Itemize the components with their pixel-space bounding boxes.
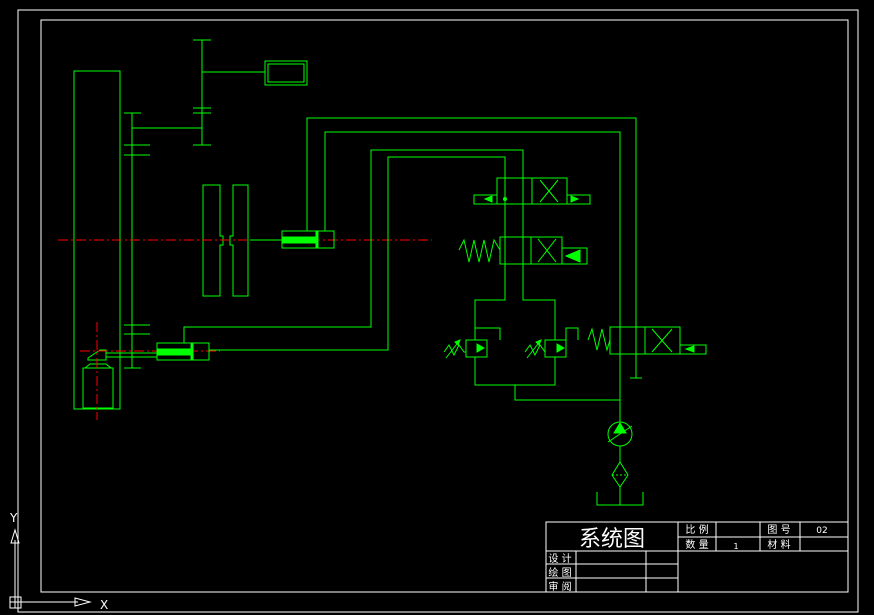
scale-label: 比 例 — [685, 523, 708, 536]
motor-block — [264, 60, 308, 86]
ucs-icon — [9, 528, 92, 609]
upper-cylinder — [250, 230, 335, 249]
clutch-left — [202, 184, 224, 297]
ucs-x-label: X — [100, 598, 108, 612]
directional-valve-upper — [473, 177, 591, 205]
centerlines — [58, 239, 432, 420]
spring — [458, 238, 501, 263]
reviewer-label: 审 阅 — [548, 580, 571, 593]
hydraulic-lines — [183, 117, 644, 506]
title-block — [545, 521, 849, 593]
directional-valve-lower — [458, 236, 588, 265]
oil-filter — [611, 461, 629, 488]
drawing-title: 系统图 — [579, 527, 645, 552]
directional-valve-right — [587, 326, 707, 355]
relief-valve-right — [524, 327, 579, 359]
hydraulic-pump — [607, 421, 633, 447]
drawing-no-value: 02 — [816, 526, 827, 536]
inner-border — [40, 19, 849, 593]
title-block-text: 系统图 比 例 数 量 1 图 号 02 材 料 设 计 绘 图 审 阅 — [548, 523, 827, 593]
drawing-no-label: 图 号 — [767, 524, 790, 536]
clutch-right — [229, 184, 249, 297]
spring-right — [587, 327, 611, 352]
quantity-value: 1 — [733, 542, 738, 551]
drafter-label: 绘 图 — [548, 566, 571, 579]
outer-border — [17, 9, 859, 613]
lower-cylinder — [156, 342, 210, 361]
ucs-y-label: Y — [9, 511, 18, 525]
material-label: 材 料 — [767, 538, 790, 551]
quantity-label: 数 量 — [685, 538, 708, 551]
relief-valve-left — [443, 327, 501, 359]
designer-label: 设 计 — [548, 552, 571, 565]
